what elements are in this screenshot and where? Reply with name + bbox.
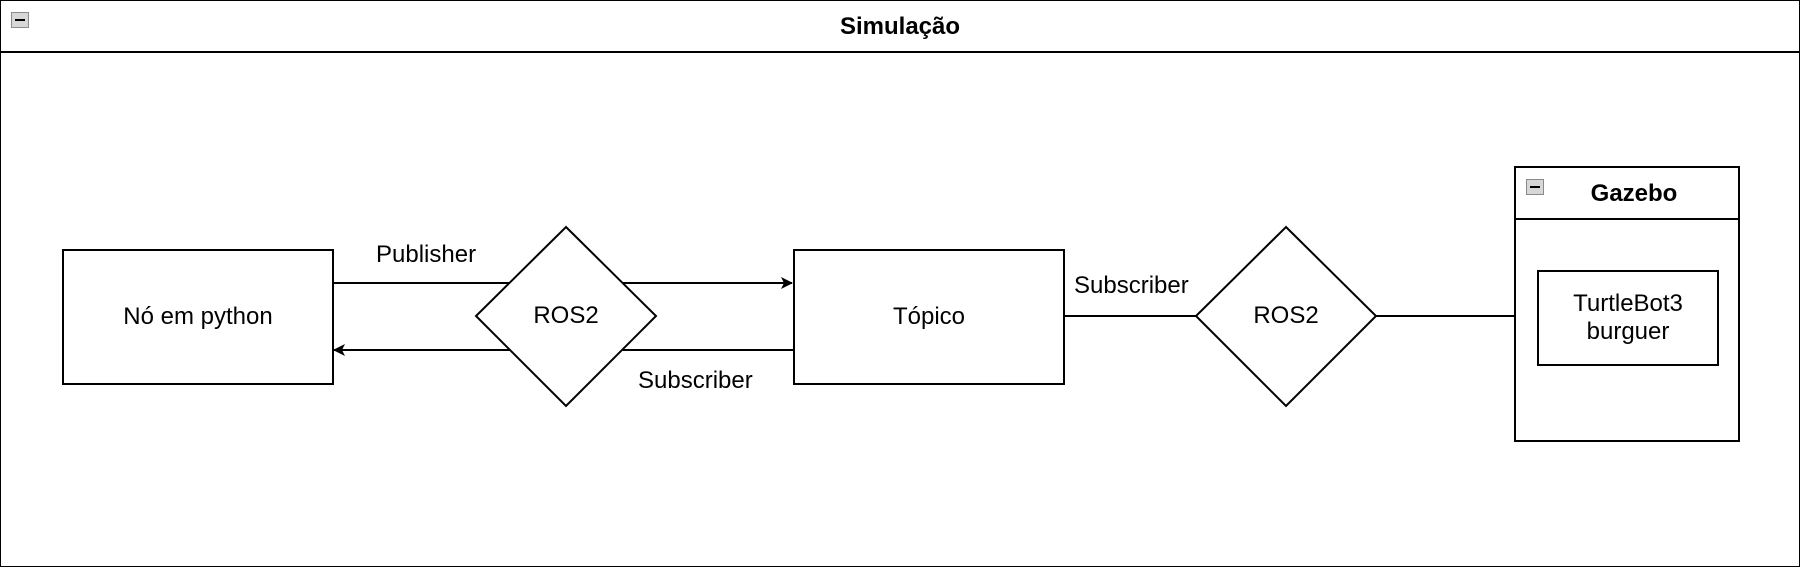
collapse-icon[interactable]	[1526, 179, 1544, 195]
turtlebot-label: TurtleBot3 burguer	[1573, 290, 1683, 345]
subscriber-bottom-edge-label: Subscriber	[638, 367, 753, 394]
topic-box[interactable]: Tópico	[793, 249, 1065, 385]
collapse-icon[interactable]	[11, 12, 29, 28]
frame-title: Simulação	[839, 13, 961, 40]
gazebo-container: Gazebo TurtleBot3 burguer	[1514, 166, 1740, 442]
ros2-right-label: ROS2	[1253, 302, 1319, 329]
gazebo-title: Gazebo	[1590, 180, 1678, 207]
ros2-right-diamond[interactable]	[1194, 225, 1378, 408]
python-node-box[interactable]: Nó em python	[62, 249, 334, 385]
ros2-left-diamond[interactable]	[474, 225, 658, 408]
python-node-label: Nó em python	[123, 303, 273, 330]
publisher-edge-label: Publisher	[376, 241, 477, 268]
topic-label: Tópico	[892, 303, 966, 330]
subscriber-right-edge-label: Subscriber	[1074, 272, 1189, 299]
ros2-left-label: ROS2	[533, 302, 599, 329]
simulation-frame-header: Simulação	[1, 1, 1799, 53]
turtlebot-box[interactable]: TurtleBot3 burguer	[1537, 270, 1719, 366]
gazebo-header: Gazebo	[1516, 168, 1738, 220]
